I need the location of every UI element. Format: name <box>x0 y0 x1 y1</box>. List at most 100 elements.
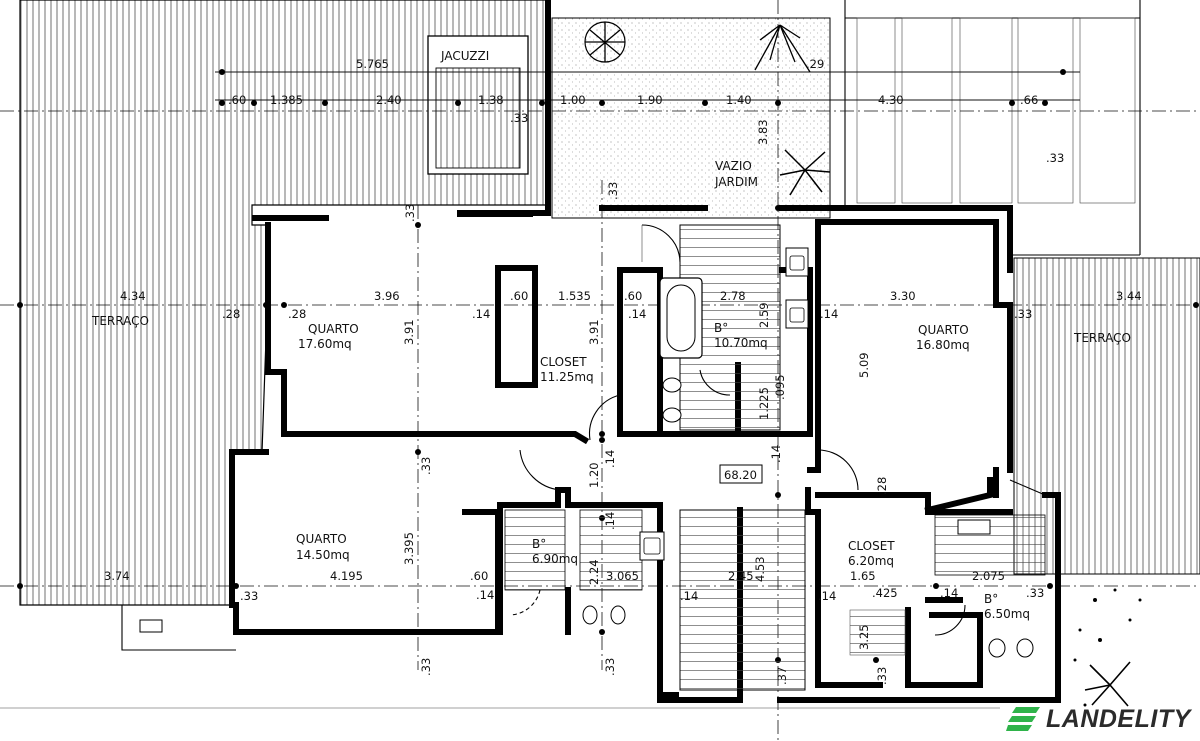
dim-text: 2.59 <box>757 302 771 328</box>
dim-text: 1.40 <box>726 93 752 107</box>
door-swings <box>509 224 966 636</box>
dim-text: .33 <box>603 658 617 676</box>
dim-text: .33 <box>1014 307 1032 321</box>
bedroom-2-area: 16.80mq <box>916 338 970 352</box>
dim-text: .60 <box>510 289 528 303</box>
dim-text: 1.90 <box>637 93 663 107</box>
closet-2-name: CLOSET <box>848 539 895 553</box>
dim-text: .28 <box>875 477 889 495</box>
dim-text: .33 <box>510 111 528 125</box>
bedroom-3-name: QUARTO <box>296 532 347 546</box>
dim-text: .33 <box>875 667 889 685</box>
terrace-left-label: TERRAÇO <box>91 314 149 328</box>
bath-1-area: 10.70mq <box>714 336 768 350</box>
dim-text: .28 <box>288 307 306 321</box>
dim-text: .33 <box>1026 586 1044 600</box>
dim-text: 1.20 <box>587 462 601 488</box>
dim-text: 1.65 <box>850 569 876 583</box>
dim-text: 3.44 <box>1116 289 1142 303</box>
garden-label: JARDIM <box>714 175 758 189</box>
bath-2-area: 6.90mq <box>532 552 578 566</box>
brand-logo-icon <box>1006 707 1040 731</box>
dim-text: 4.195 <box>330 569 363 583</box>
dim-text: 2.78 <box>720 289 746 303</box>
terrace-right-hatch <box>1013 257 1200 575</box>
dim-text: .33 <box>403 204 417 222</box>
walls <box>229 0 1061 703</box>
bath-1-name: B° <box>714 321 728 335</box>
dim-text: 5.09 <box>857 352 871 378</box>
room-labels: JACUZZI VAZIO JARDIM TERRAÇO TERRAÇO QUA… <box>91 49 1131 621</box>
dim-text: 3.30 <box>890 289 916 303</box>
dim-text: 1.535 <box>558 289 591 303</box>
terrace-right-label: TERRAÇO <box>1073 331 1131 345</box>
void-label: VAZIO <box>715 159 752 173</box>
dim-text: .60 <box>624 289 642 303</box>
dim-text: .33 <box>419 457 433 475</box>
top-right-panels <box>844 0 1141 256</box>
bath-2-name: B° <box>532 537 546 551</box>
dim-text: .33 <box>419 658 433 676</box>
dim-text: .14 <box>472 307 490 321</box>
dim-text: 4.53 <box>753 556 767 582</box>
dimension-texts-vertical: 3.83 .33 .33 3.91 3.91 2.59 5.09 1.225 .… <box>402 119 889 685</box>
dim-text: .14 <box>820 307 838 321</box>
jacuzzi-label: JACUZZI <box>440 49 489 63</box>
dim-text: 3.91 <box>587 319 601 345</box>
dim-text: 4.30 <box>878 93 904 107</box>
dim-text: .14 <box>940 586 958 600</box>
dim-text: 3.96 <box>374 289 400 303</box>
total-area-value: 68.20 <box>724 468 757 482</box>
dim-text: 3.395 <box>402 532 416 565</box>
garden-void <box>551 17 831 219</box>
dim-text: .095 <box>773 374 787 400</box>
dim-text: 1.38 <box>478 93 504 107</box>
dim-text: .14 <box>603 512 617 530</box>
dim-text: 3.74 <box>104 569 130 583</box>
plant-icon <box>584 21 1142 707</box>
dim-text: .37 <box>775 667 789 685</box>
brand-name: LANDELITY <box>1046 704 1191 733</box>
jacuzzi <box>427 35 529 175</box>
bedroom-2-name: QUARTO <box>918 323 969 337</box>
bathtub-icon <box>659 277 703 359</box>
dim-text: 3.83 <box>756 119 770 145</box>
bath-3-area: 6.50mq <box>984 607 1030 621</box>
dim-text: 2.40 <box>376 93 402 107</box>
dim-text: .33 <box>606 182 620 200</box>
dim-text: 2.075 <box>972 569 1005 583</box>
dim-text: 1.385 <box>270 93 303 107</box>
dim-text: 1.00 <box>560 93 586 107</box>
dim-text: .14 <box>628 307 646 321</box>
bath-3-name: B° <box>984 592 998 606</box>
dim-text: 3.25 <box>857 624 871 650</box>
dim-text: .66 <box>1020 93 1038 107</box>
dim-text: .33 <box>1046 151 1064 165</box>
dim-text: .60 <box>470 569 488 583</box>
dim-text: .14 <box>476 588 494 602</box>
dim-text: .14 <box>603 450 617 468</box>
dim-text: 5.765 <box>356 57 389 71</box>
bedroom-1-area: 17.60mq <box>298 337 352 351</box>
dim-text: 1.225 <box>757 387 771 420</box>
dim-text: 2.24 <box>587 559 601 585</box>
dim-text: .14 <box>818 589 836 603</box>
dim-text: 4.34 <box>120 289 146 303</box>
closet-2-area: 6.20mq <box>848 554 894 568</box>
closet-1-name: CLOSET <box>540 355 587 369</box>
stairs-lower <box>504 509 1046 691</box>
closet-1-area: 11.25mq <box>540 370 594 384</box>
dim-text: .29 <box>806 57 824 71</box>
dimension-texts: 5.765 .29 .60 1.385 2.40 1.38 1.00 1.90 … <box>104 57 1142 603</box>
dim-text: 3.91 <box>402 319 416 345</box>
dim-text: .14 <box>680 589 698 603</box>
toilet-icon <box>582 377 1034 658</box>
sink-icon <box>639 247 991 561</box>
dim-text: .425 <box>872 586 898 600</box>
dim-text: 2.45 <box>728 569 754 583</box>
dim-text: .60 <box>228 93 246 107</box>
total-area-box <box>719 464 763 484</box>
dim-text: .14 <box>769 445 783 463</box>
bedroom-1-name: QUARTO <box>308 322 359 336</box>
